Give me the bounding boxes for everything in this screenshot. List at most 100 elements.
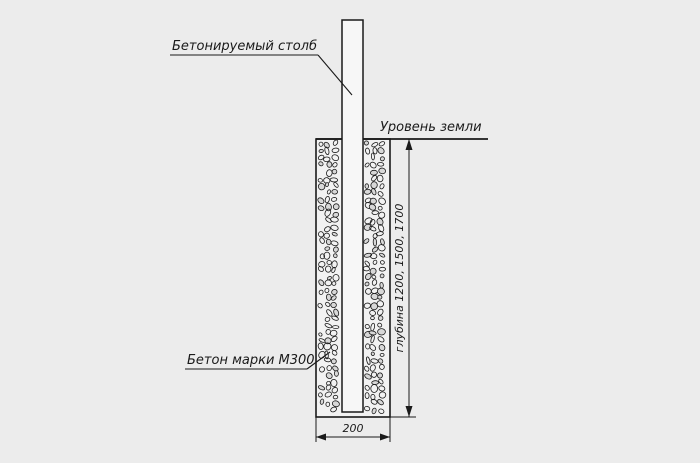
aggregate-stone <box>369 267 377 275</box>
aggregate-stone <box>330 301 337 309</box>
aggregate-stone <box>370 169 378 176</box>
ground-level-label: Уровень земли <box>380 120 482 135</box>
aggregate-stone <box>325 217 332 223</box>
aggregate-stone <box>364 260 371 267</box>
aggregate-stone <box>377 147 385 155</box>
aggregate-stone <box>317 303 323 309</box>
aggregate-stone <box>364 281 370 287</box>
aggregate-stone <box>329 177 339 183</box>
aggregate-stone <box>370 302 379 311</box>
aggregate-stone <box>323 156 331 163</box>
aggregate-stone <box>323 251 331 260</box>
aggregate-stone <box>370 371 378 378</box>
aggregate-stone <box>326 169 333 177</box>
aggregate-stone <box>333 182 339 188</box>
aggregate-stone <box>319 237 325 244</box>
aggregate-stone <box>371 210 379 215</box>
aggregate-stone <box>369 226 377 232</box>
aggregate-stone <box>333 370 339 377</box>
aggregate-stone <box>371 407 377 415</box>
aggregate-stone <box>318 141 324 147</box>
aggregate-stone <box>378 211 386 219</box>
aggregate-stone <box>331 387 338 394</box>
aggregate-stone <box>324 316 331 322</box>
aggregate-stone <box>331 266 336 274</box>
aggregate-stone <box>318 392 323 398</box>
aggregate-stone <box>324 391 332 398</box>
aggregate-stone <box>332 211 340 218</box>
aggregate-stone <box>366 356 371 365</box>
post-label: Бетонируемый столб <box>172 39 317 54</box>
aggregate-stone <box>380 260 385 265</box>
aggregate-stone <box>377 322 383 328</box>
width-arrow-right <box>380 433 390 441</box>
aggregate-stone <box>377 372 383 379</box>
aggregate-stone <box>330 240 339 247</box>
aggregate-stone <box>317 182 326 191</box>
aggregate-stone <box>326 189 331 195</box>
post-label-leader <box>317 54 353 96</box>
aggregate-stone <box>369 364 376 372</box>
aggregate-stone <box>330 358 337 365</box>
aggregate-stone <box>319 366 325 373</box>
aggregate-stone <box>371 142 379 148</box>
aggregate-stone <box>378 408 385 415</box>
depth-arrow-bottom <box>405 406 413 417</box>
aggregate-stone <box>371 279 378 286</box>
aggregate-stone <box>329 329 338 337</box>
aggregate-stone <box>379 352 385 357</box>
aggregate-stone <box>379 252 386 258</box>
aggregate-stone <box>331 260 338 269</box>
aggregate-stone <box>378 358 384 364</box>
concreted-post <box>341 19 364 413</box>
aggregate-stone <box>317 266 324 272</box>
aggregate-stone <box>371 380 380 385</box>
aggregate-stone <box>377 191 384 197</box>
aggregate-stone <box>376 174 384 183</box>
aggregate-stone <box>325 293 332 301</box>
aggregate-stone <box>318 231 324 238</box>
aggregate-stone <box>325 182 329 187</box>
aggregate-stone <box>377 336 385 343</box>
aggregate-stone <box>377 328 386 336</box>
aggregate-stone <box>377 308 384 316</box>
aggregate-stone <box>364 183 370 189</box>
aggregate-stone <box>326 276 332 281</box>
aggregate-stone <box>368 203 377 211</box>
aggregate-stone <box>379 282 384 289</box>
aggregate-stone <box>371 274 377 280</box>
aggregate-stone <box>332 394 339 400</box>
aggregate-stone <box>378 266 386 272</box>
aggregate-stone <box>323 232 330 239</box>
aggregate-stone <box>331 281 337 286</box>
aggregate-stone <box>323 342 332 351</box>
concrete-grade-label: Бетон марки М300 <box>187 353 315 368</box>
aggregate-stone <box>370 316 375 321</box>
aggregate-stone <box>326 161 333 168</box>
aggregate-stone <box>325 202 332 212</box>
aggregate-stone <box>330 406 337 413</box>
aggregate-stone <box>372 147 378 155</box>
aggregate-stone <box>324 323 333 329</box>
aggregate-stone <box>332 365 339 372</box>
aggregate-stone <box>330 379 338 387</box>
aggregate-stone <box>331 315 339 321</box>
aggregate-stone <box>324 195 330 204</box>
aggregate-stone <box>379 156 385 162</box>
aggregate-stone <box>379 183 385 190</box>
aggregate-stone <box>319 253 326 260</box>
aggregate-stone <box>378 344 386 352</box>
aggregate-stone <box>369 161 377 169</box>
aggregate-stone <box>378 385 386 392</box>
aggregate-stone <box>324 226 331 233</box>
aggregate-stone <box>377 294 383 300</box>
depth-label: глубина 1200, 1500, 1700 <box>393 204 406 353</box>
aggregate-stone <box>333 246 339 253</box>
aggregate-stone <box>372 237 378 247</box>
aggregate-stone <box>325 372 333 380</box>
aggregate-stone <box>331 350 338 356</box>
aggregate-stone <box>317 178 323 183</box>
aggregate-stone <box>364 324 370 329</box>
depth-arrow-top <box>405 139 413 150</box>
